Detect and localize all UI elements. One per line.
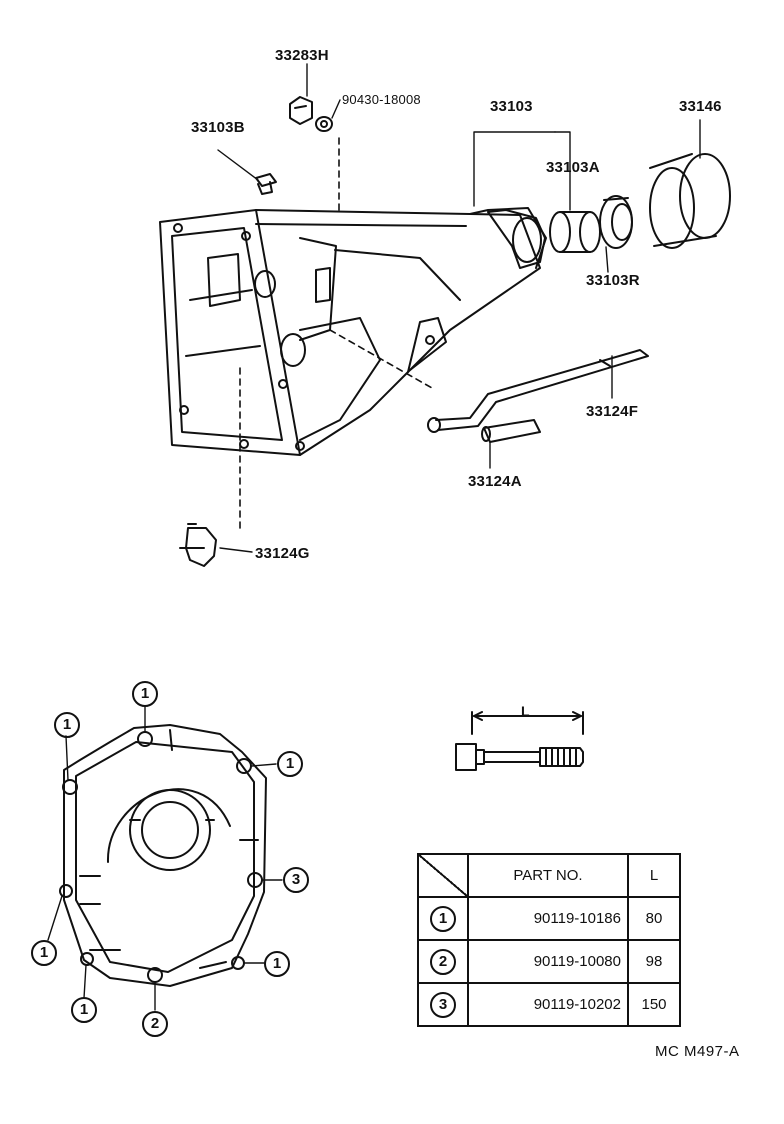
marker-left-low: 1 bbox=[31, 940, 57, 966]
label-33124a: 33124A bbox=[468, 473, 522, 490]
dimension-l-label: L bbox=[521, 703, 530, 719]
cover-33146 bbox=[649, 153, 731, 249]
bolt-parts-table: PART NO. L 1 90119-10186 80 2 90119-1008… bbox=[417, 853, 681, 1027]
label-33103: 33103 bbox=[490, 98, 533, 115]
lever-33124g bbox=[179, 523, 217, 567]
marker-right-mid: 3 bbox=[283, 867, 309, 893]
table-row: 2 90119-10080 98 bbox=[417, 939, 681, 984]
marker-upper-right: 1 bbox=[277, 751, 303, 777]
drawing-code: MC M497-A bbox=[655, 1043, 740, 1060]
shift-rod-33124f bbox=[427, 349, 649, 433]
label-33103a: 33103A bbox=[546, 159, 600, 176]
label-33124f: 33124F bbox=[586, 403, 639, 420]
plug-33283h bbox=[289, 96, 313, 125]
row-length: 150 bbox=[627, 982, 681, 1027]
gasket-90430 bbox=[315, 116, 333, 132]
transmission-case bbox=[159, 207, 547, 456]
bolt-drawing bbox=[455, 711, 584, 771]
seal-33103r bbox=[599, 195, 633, 249]
table-row: 1 90119-10186 80 bbox=[417, 896, 681, 941]
breather-33103b bbox=[255, 173, 277, 195]
sleeve-33124a bbox=[481, 419, 541, 443]
label-33103r: 33103R bbox=[586, 272, 640, 289]
header-l: L bbox=[627, 853, 681, 898]
marker-bottom-right: 1 bbox=[264, 951, 290, 977]
table-header-row: PART NO. L bbox=[417, 853, 681, 898]
bushing-33103a bbox=[549, 211, 601, 253]
case-front-view bbox=[47, 706, 283, 1011]
row-ref-circle: 2 bbox=[430, 948, 456, 975]
table-diagonal-cell bbox=[417, 853, 469, 898]
row-ref-circle: 1 bbox=[430, 905, 456, 932]
label-33283h: 33283H bbox=[275, 47, 329, 64]
row-part-number: 90119-10186 bbox=[467, 896, 629, 941]
row-length: 98 bbox=[627, 939, 681, 984]
marker-top: 1 bbox=[132, 681, 158, 707]
marker-upper-left: 1 bbox=[54, 712, 80, 738]
label-90430-18008: 90430-18008 bbox=[342, 92, 421, 107]
row-length: 80 bbox=[627, 896, 681, 941]
row-ref-circle: 3 bbox=[430, 991, 456, 1018]
row-part-number: 90119-10080 bbox=[467, 939, 629, 984]
marker-bottom-left: 1 bbox=[71, 997, 97, 1023]
header-part-no: PART NO. bbox=[467, 853, 629, 898]
label-33146: 33146 bbox=[679, 98, 722, 115]
table-row: 3 90119-10202 150 bbox=[417, 982, 681, 1027]
label-33103b: 33103B bbox=[191, 119, 245, 136]
marker-bottom-mid: 2 bbox=[142, 1011, 168, 1037]
label-33124g: 33124G bbox=[255, 545, 310, 562]
row-part-number: 90119-10202 bbox=[467, 982, 629, 1027]
